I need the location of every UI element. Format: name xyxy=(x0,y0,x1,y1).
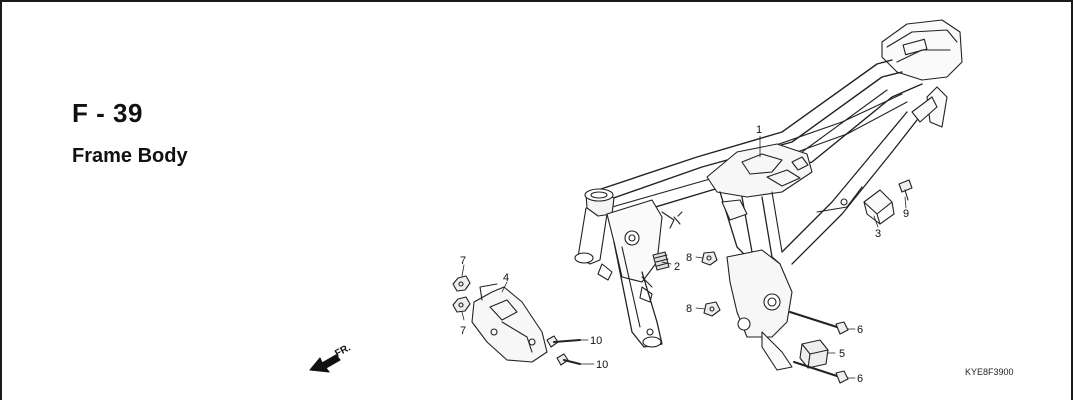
callout-7: 7 xyxy=(460,255,466,267)
callout-7: 7 xyxy=(460,325,466,337)
callout-2: 2 xyxy=(674,261,680,273)
part-5-mount xyxy=(799,339,829,369)
part-9-bolt xyxy=(898,179,913,201)
diagram-code: F - 39 xyxy=(72,98,143,128)
callout-8: 8 xyxy=(686,303,692,315)
callout-3: 3 xyxy=(875,228,881,240)
callout-5: 5 xyxy=(839,348,845,360)
frame-assembly xyxy=(574,19,963,371)
callout-9: 9 xyxy=(903,208,909,220)
callout-1: 1 xyxy=(756,124,762,136)
callout-6: 6 xyxy=(857,324,863,336)
part-8-nuts xyxy=(701,251,721,317)
callout-6: 6 xyxy=(857,373,863,385)
callout-4: 4 xyxy=(503,272,509,284)
part-4-cover xyxy=(471,283,548,363)
part-3-bracket xyxy=(863,189,895,225)
part-2-pad xyxy=(652,251,670,271)
callout-8: 8 xyxy=(686,252,692,264)
reference-code: KYE8F3900 xyxy=(965,367,1014,377)
leader-lines xyxy=(461,135,907,379)
callout-10: 10 xyxy=(596,359,608,371)
front-direction-label: FR. xyxy=(333,342,353,359)
part-6-bolts xyxy=(789,311,849,384)
callout-10: 10 xyxy=(590,335,602,347)
callout-numbers: 1 2 3 4 5 6 6 7 7 8 8 9 10 10 xyxy=(460,124,909,385)
diagram-title: Frame Body xyxy=(72,145,188,167)
part-7-nuts xyxy=(452,275,471,313)
front-direction-arrow: FR. xyxy=(309,342,353,373)
part-10-bolts xyxy=(546,335,581,366)
